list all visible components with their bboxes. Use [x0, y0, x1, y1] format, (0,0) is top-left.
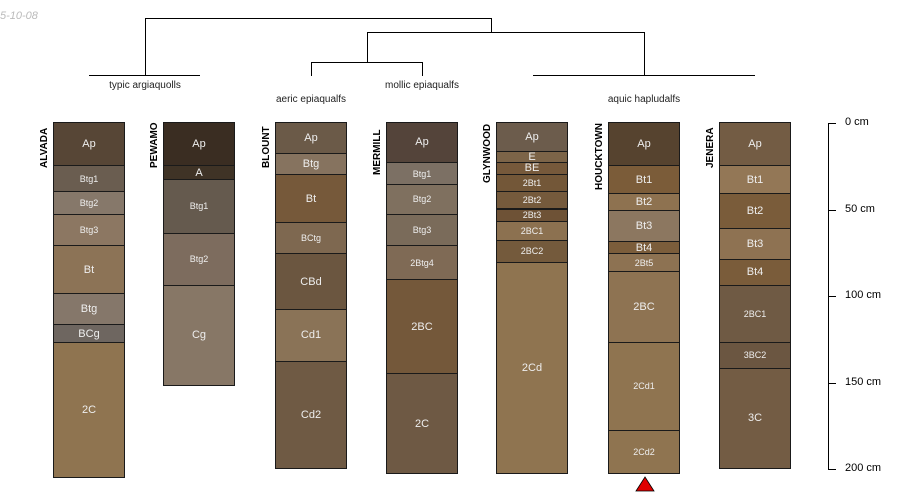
axis-tick	[828, 209, 836, 211]
horizon: Btg1	[386, 161, 458, 186]
horizon: Btg3	[386, 213, 458, 246]
axis-tick-label: 50 cm	[845, 202, 875, 215]
axis-tick-label: 100 cm	[845, 289, 882, 301]
axis-tick	[828, 469, 836, 470]
horizon: 2Cd	[496, 262, 568, 475]
profile-name: BLOUNT	[261, 126, 272, 169]
horizon: Bt	[275, 173, 347, 224]
horizon: 2Bt5	[608, 253, 680, 272]
profile-name: PEWAMO	[149, 122, 160, 169]
axis-tick	[828, 123, 836, 124]
horizon: Btg1	[163, 179, 235, 234]
profile-name: ALVADA	[39, 128, 50, 169]
horizon: 2C	[386, 372, 458, 475]
horizon: Bt2	[608, 192, 680, 212]
marker-triangle-icon	[635, 476, 655, 492]
horizon: Bt3	[608, 210, 680, 243]
horizon: 2BC1	[496, 220, 568, 241]
horizon: Ap	[608, 122, 680, 167]
horizon: Btg	[275, 153, 347, 175]
dendrogram	[89, 18, 755, 76]
horizon: 3C	[719, 367, 791, 469]
horizon: Btg2	[53, 191, 125, 215]
horizon: Ap	[275, 122, 347, 155]
horizon: Btg3	[53, 213, 125, 246]
horizon: 2C	[53, 341, 125, 478]
axis-tick-label: 200 cm	[845, 462, 882, 474]
profile-name: MERMILL	[372, 129, 383, 176]
horizon: 2BC2	[496, 239, 568, 264]
date-label: 5-10-08	[0, 10, 38, 22]
horizon: 2BC	[608, 270, 680, 343]
axis-tick-label: 0 cm	[845, 116, 869, 128]
horizon: Ap	[496, 122, 568, 153]
horizon: Btg2	[163, 232, 235, 286]
axis-tick	[828, 382, 836, 384]
horizon: Cg	[163, 284, 235, 386]
axis-tick	[828, 296, 836, 297]
horizon: Cd1	[275, 308, 347, 362]
horizon: Bt1	[608, 165, 680, 194]
taxon-label: aeric epiaqualfs	[275, 94, 347, 105]
horizon: BCg	[53, 324, 125, 343]
profile-name: GLYNWOOD	[482, 123, 493, 183]
horizon: 2BC	[386, 279, 458, 374]
horizon: 2Btg4	[386, 244, 458, 281]
horizon: 3BC2	[719, 341, 791, 369]
horizon: Bt2	[719, 192, 791, 229]
horizon: 2Cd2	[608, 429, 680, 475]
horizon: CBd	[275, 253, 347, 310]
axis-tick-label: 150 cm	[845, 375, 882, 388]
horizon: Bt3	[719, 227, 791, 260]
horizon: Btg1	[53, 165, 125, 193]
horizon: 2Bt2	[496, 191, 568, 210]
horizon: BCtg	[275, 222, 347, 255]
horizon: 2Bt1	[496, 173, 568, 193]
taxon-label: aquic hapludalfs	[607, 94, 681, 105]
horizon: Ap	[53, 122, 125, 167]
profile-name: HOUCKTOWN	[594, 122, 605, 190]
horizon: Bt4	[719, 258, 791, 286]
taxon-label: mollic epiaqualfs	[385, 80, 459, 91]
horizon: Btg2	[386, 184, 458, 215]
horizon: Bt	[53, 244, 125, 295]
horizon: Btg	[53, 293, 125, 326]
horizon: Ap	[163, 122, 235, 167]
profile-name: JENERA	[705, 127, 716, 169]
horizon: 2Cd1	[608, 341, 680, 431]
horizon: BE	[496, 161, 568, 175]
horizon: Bt1	[719, 165, 791, 194]
horizon: 2BC1	[719, 284, 791, 343]
horizon: Cd2	[275, 360, 347, 469]
horizon: Ap	[719, 122, 791, 167]
horizon: Ap	[386, 122, 458, 163]
taxon-label: typic argiaquolls	[109, 80, 181, 91]
horizon: A	[163, 165, 235, 181]
